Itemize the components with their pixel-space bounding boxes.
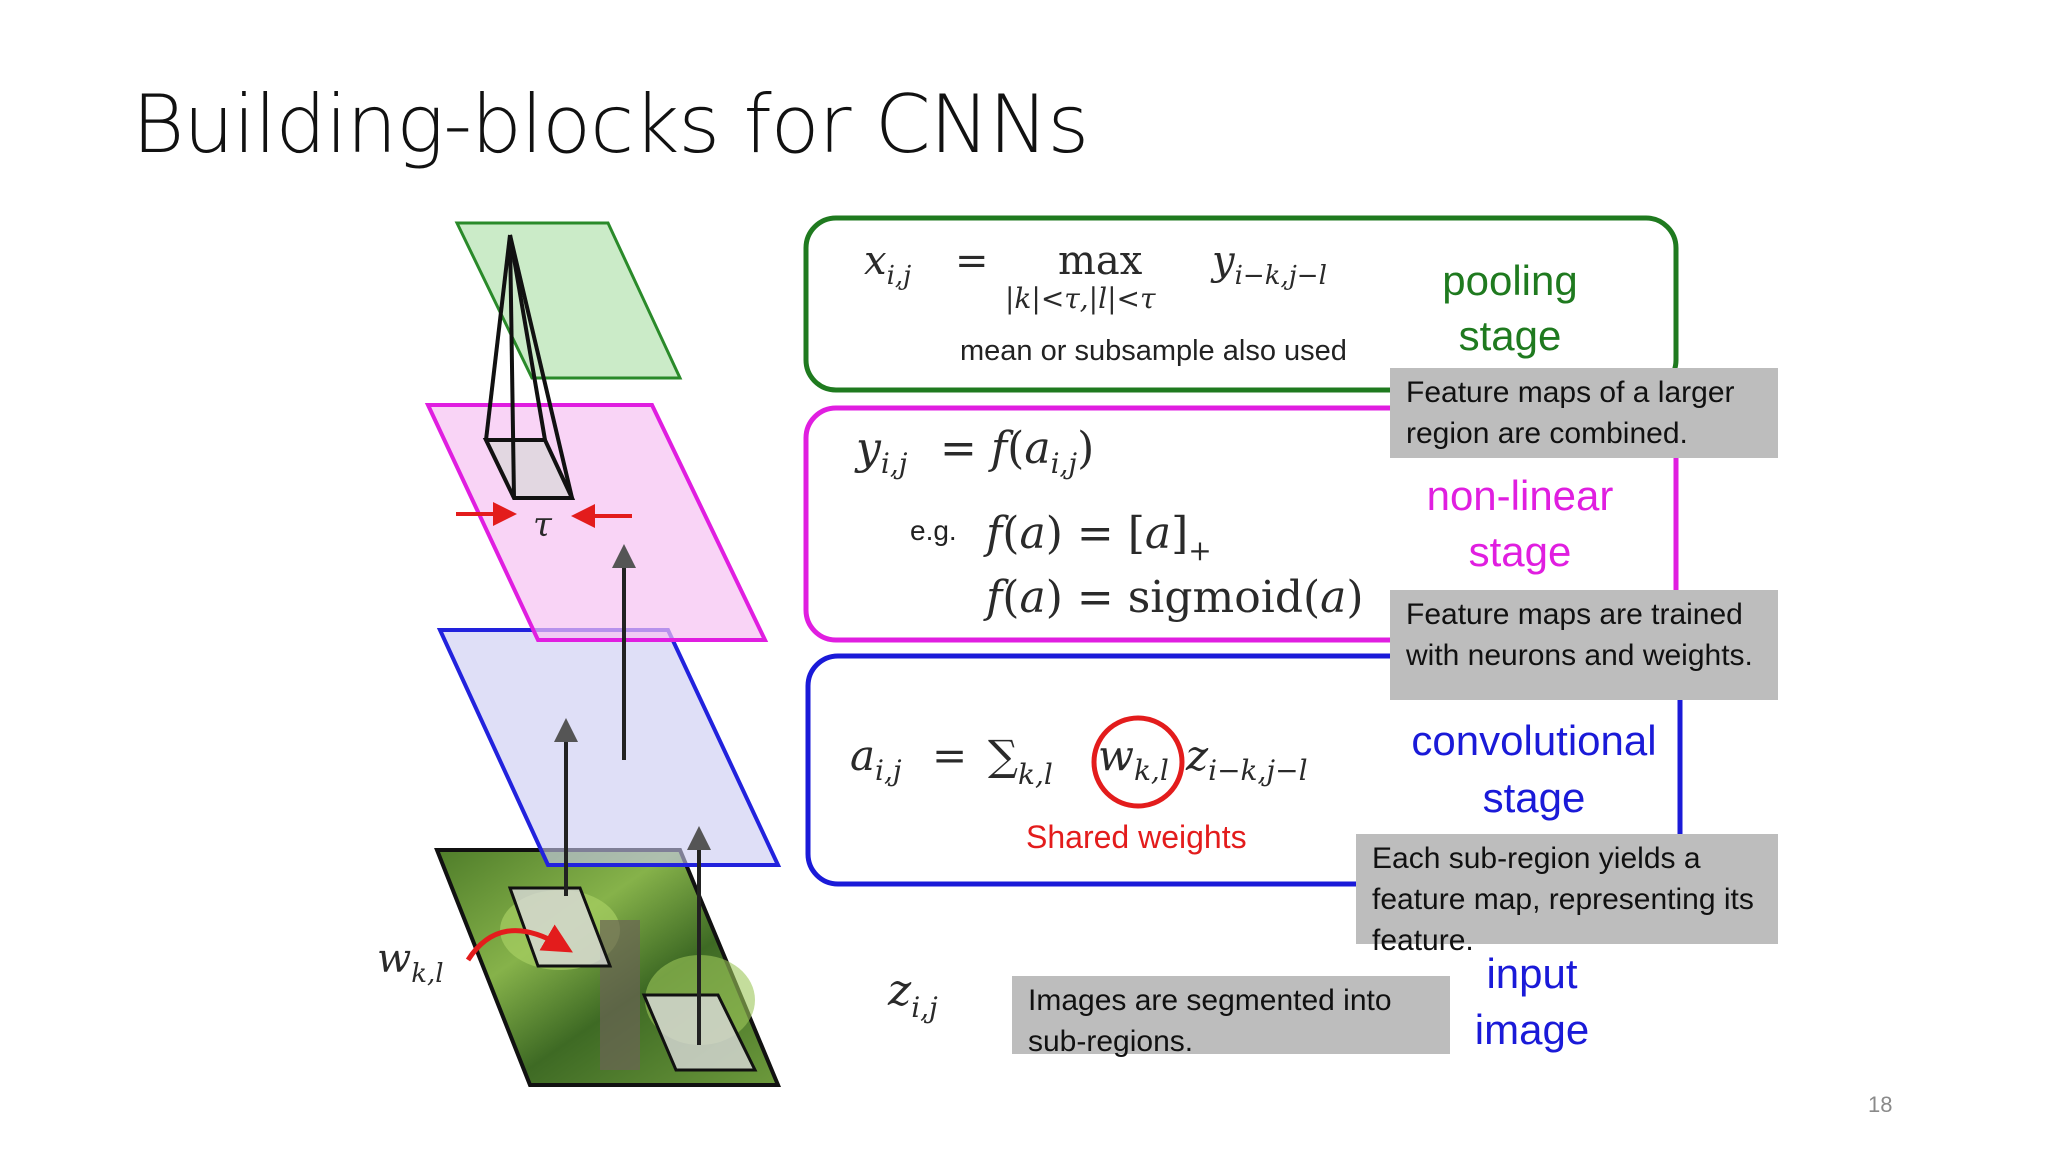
caption-convolutional: Each sub-region yields a feature map, re…: [1356, 834, 1778, 957]
input-formula: zi,j: [887, 965, 938, 1024]
svg-text:f(a) = sigmoid(a): f(a) = sigmoid(a): [983, 572, 1364, 623]
shared-weights-label: Shared weights: [1026, 819, 1247, 855]
w-kl-label: wk,l: [377, 936, 444, 989]
nonlinear-example-prefix: e.g.: [910, 515, 957, 546]
slide-title: Building-blocks for CNNs: [132, 78, 1089, 171]
slide-number: 18: [1868, 1092, 1893, 1117]
svg-text:=: =: [955, 238, 989, 284]
caption-input: Images are segmented into sub-regions.: [1012, 976, 1450, 1058]
input-stage-label-2: image: [1475, 1006, 1589, 1053]
pooling-note: mean or subsample also used: [960, 335, 1347, 367]
nonlinear-stage-label-1: non-linear: [1427, 472, 1614, 519]
tau-symbol: τ: [533, 505, 553, 545]
svg-text:f(a) = [a]+: f(a) = [a]+: [983, 508, 1212, 567]
convolutional-stage-label-1: convolutional: [1411, 717, 1656, 764]
input-image-layer: [434, 848, 782, 1087]
convolutional-layer: [436, 628, 782, 867]
nonlinear-formula: yi,j = f(ai,j) f(a) = [a]+ f(a) = sigmoi…: [854, 423, 1364, 623]
input-stage-label-1: input: [1486, 950, 1577, 997]
convolutional-stage-box: [805, 653, 1683, 887]
svg-text:max: max: [1058, 238, 1143, 284]
svg-text:wk,l: wk,l: [1098, 731, 1169, 787]
weight-curved-arrow: [465, 924, 573, 962]
pooling-layer: [454, 221, 683, 380]
pooling-stage-label-1: pooling: [1442, 257, 1577, 304]
nonlinear-stage-box: [803, 405, 1679, 643]
svg-text:|k|<τ,|l|<τ: |k|<τ,|l|<τ: [1005, 282, 1156, 315]
convolutional-stage-label-2: stage: [1483, 774, 1586, 821]
caption-nonlinear: Feature maps are trained with neurons an…: [1390, 590, 1778, 700]
nonlinear-stage-label-2: stage: [1469, 528, 1572, 575]
shared-weight-highlight: [1091, 715, 1185, 809]
pooling-stage-label-2: stage: [1459, 312, 1562, 359]
svg-text:=: =: [932, 731, 967, 780]
pooling-pyramid: [482, 234, 576, 500]
pooling-stage-box: [803, 215, 1679, 393]
caption-pooling: Feature maps of a larger region are comb…: [1390, 368, 1778, 458]
nonlinear-layer: [424, 403, 769, 642]
